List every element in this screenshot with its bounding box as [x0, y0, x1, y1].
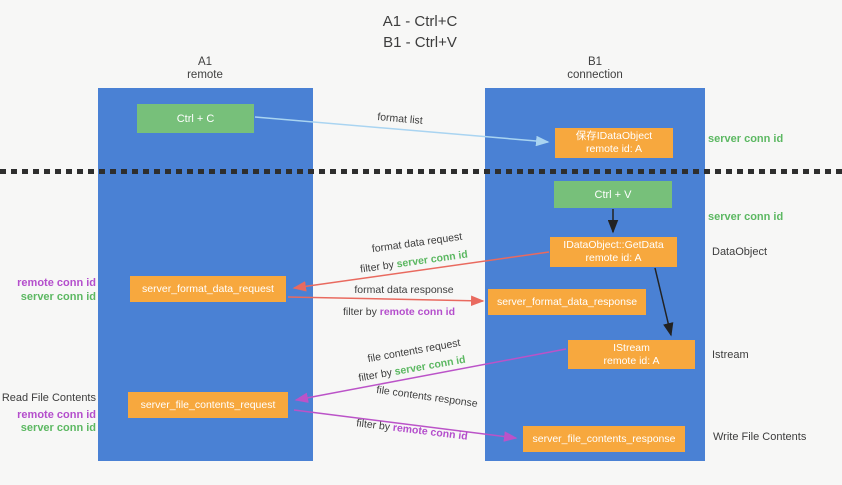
- getdata-line1: IDataObject::GetData: [563, 239, 664, 251]
- session-divider-dotted-line: [0, 169, 842, 174]
- diagram-title: A1 - Ctrl+C B1 - Ctrl+V: [320, 11, 520, 53]
- filter-by-text: filter by: [355, 417, 391, 434]
- server-conn-id-annotation-left-bottom: server conn id: [20, 422, 96, 434]
- remote-conn-id-annotation-left-top: remote conn id: [17, 277, 96, 289]
- lane-b1-id: B1: [587, 56, 603, 68]
- write-file-contents-annotation: Write File Contents: [713, 431, 807, 443]
- istream-annotation: Istream: [712, 349, 749, 361]
- node-server-file-contents-response: server_file_contents_response: [523, 426, 685, 452]
- node-server-format-data-response: server_format_data_response: [488, 289, 646, 315]
- remote-conn-id-annotation-left-bottom: remote conn id: [17, 409, 96, 421]
- format-data-response-arrow: [287, 295, 485, 307]
- title-line-1: A1 - Ctrl+C: [382, 13, 458, 30]
- remote-conn-id-text: remote conn id: [392, 421, 469, 443]
- node-idataobject-getdata: IDataObject::GetData remote id: A: [550, 237, 677, 267]
- server-file-contents-request-label: server_file_contents_request: [140, 398, 276, 411]
- filter-by-text: filter by: [359, 258, 395, 276]
- lane-a1-role: remote: [187, 69, 223, 81]
- save-idataobject-line1: 保存IDataObject: [575, 130, 653, 142]
- format-data-response-label: format data response: [354, 284, 454, 296]
- filter-by-text: filter by: [342, 306, 377, 318]
- lane-a1-id: A1: [197, 56, 213, 68]
- node-ctrl-c: Ctrl + C: [137, 104, 254, 133]
- getdata-line2: remote id: A: [585, 252, 642, 264]
- remote-conn-id-text: remote conn id: [379, 306, 456, 318]
- filter-by-text: filter by: [357, 366, 393, 385]
- lane-header-b1: B1 connection: [515, 56, 675, 82]
- server-file-contents-response-label: server_file_contents_response: [532, 432, 676, 445]
- server-conn-id-text: server conn id: [395, 248, 469, 271]
- ctrl-v-label: Ctrl + V: [594, 188, 632, 201]
- server-format-data-request-label: server_format_data_request: [142, 282, 274, 295]
- node-save-idataobject: 保存IDataObject remote id: A: [555, 128, 673, 158]
- node-ctrl-v: Ctrl + V: [554, 181, 672, 208]
- format-response-filter-label: filter by remote conn id: [343, 306, 455, 318]
- lane-header-a1: A1 remote: [125, 56, 285, 82]
- node-server-file-contents-request: server_file_contents_request: [128, 392, 288, 418]
- file-response-filter-label: filter by remote conn id: [356, 417, 469, 443]
- save-idataobject-line2: remote id: A: [585, 143, 643, 155]
- lane-b1-role: connection: [567, 69, 623, 81]
- server-conn-id-annotation-left-top: server conn id: [20, 291, 96, 303]
- file-contents-response-label: file contents response: [375, 383, 479, 411]
- title-line-2: B1 - Ctrl+V: [383, 34, 457, 51]
- istream-line2: remote id: A: [603, 354, 660, 367]
- read-file-contents-annotation: Read File Contents: [1, 392, 96, 404]
- ctrl-c-label: Ctrl + C: [176, 112, 215, 125]
- dataobject-annotation: DataObject: [712, 246, 768, 258]
- format-list-label: format list: [376, 111, 424, 127]
- server-conn-id-annotation-top: server conn id: [708, 133, 784, 145]
- server-conn-id-annotation-mid: server conn id: [708, 211, 784, 223]
- node-istream: IStream remote id: A: [568, 340, 695, 369]
- server-format-data-response-label: server_format_data_response: [496, 295, 638, 308]
- istream-line1: IStream: [613, 341, 650, 354]
- node-server-format-data-request: server_format_data_request: [130, 276, 286, 302]
